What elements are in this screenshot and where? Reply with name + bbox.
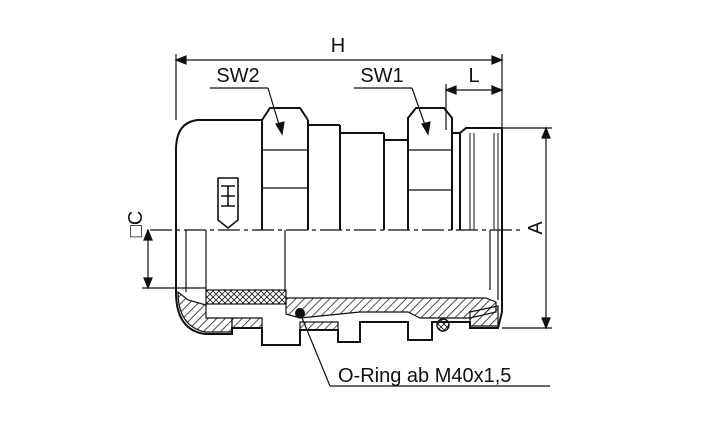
dimension-lines bbox=[142, 54, 552, 387]
o-ring-callout: O-Ring ab M40x1,5 bbox=[338, 365, 511, 387]
gland-section bbox=[175, 230, 503, 346]
dim-label-a: A bbox=[525, 221, 547, 235]
body-section-hatch bbox=[285, 297, 497, 319]
seal-insert-crosshatch bbox=[205, 289, 287, 305]
dim-label-l: L bbox=[468, 65, 479, 87]
dim-label-sw2: SW2 bbox=[216, 65, 259, 87]
dim-label-sw1: SW1 bbox=[360, 65, 403, 87]
o-ring-thread bbox=[436, 318, 450, 332]
gland-outline bbox=[175, 107, 503, 230]
emt-logo bbox=[217, 177, 239, 230]
dim-label-h: H bbox=[331, 35, 345, 57]
cap-section-hatch bbox=[177, 290, 233, 333]
thread-section-hatch bbox=[469, 305, 499, 327]
nut-section-hatch bbox=[231, 317, 339, 331]
dim-label-c: □C bbox=[125, 211, 147, 238]
